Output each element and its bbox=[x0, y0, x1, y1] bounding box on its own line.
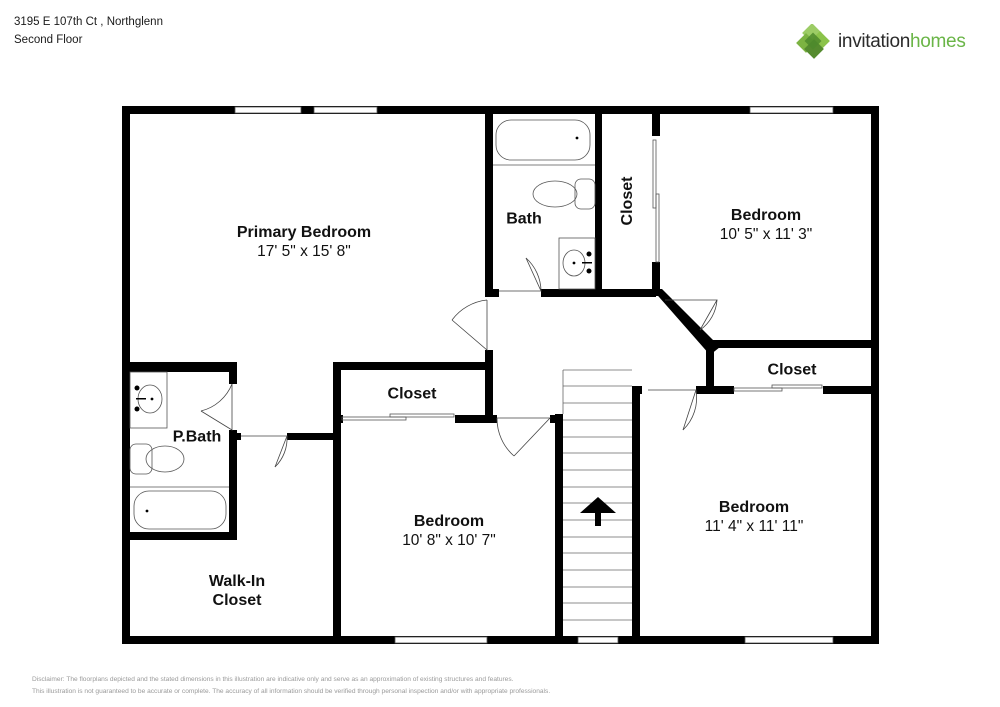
room-bedroom-se: Bedroom 11' 4" x 11' 11" bbox=[704, 499, 804, 535]
address-text: 3195 E 107th Ct , Northglenn bbox=[14, 16, 163, 28]
floor-label: Second Floor bbox=[14, 34, 83, 46]
room-primary-bedroom: Primary Bedroom 17' 5" x 15' 8" bbox=[236, 224, 372, 260]
disclaimer-line-2: This illustration is not guaranteed to b… bbox=[32, 688, 551, 695]
room-closet-vertical: Closet bbox=[619, 176, 636, 226]
logo-wordmark: invitationhomes bbox=[838, 31, 966, 52]
room-bedroom-ne: Bedroom 10' 5" x 11' 3" bbox=[719, 207, 813, 243]
invitation-homes-logo: invitationhomes bbox=[796, 24, 966, 60]
room-bedroom-center: Bedroom 10' 8" x 10' 7" bbox=[402, 513, 496, 549]
room-closet-ne: Closet bbox=[767, 361, 817, 379]
room-walk-in-closet: Walk-In Closet bbox=[208, 573, 266, 609]
room-closet-center: Closet bbox=[387, 385, 437, 403]
property-header: 3195 E 107th Ct , Northglenn Second Floo… bbox=[14, 13, 163, 49]
disclaimer: Disclaimer: The floorplans depicted and … bbox=[32, 674, 550, 698]
room-bath: Bath bbox=[506, 210, 542, 228]
diamond-cluster-logo-icon bbox=[796, 24, 830, 59]
up-arrow-icon bbox=[580, 497, 616, 526]
room-p-bath: P.Bath bbox=[172, 428, 222, 446]
disclaimer-line-1: Disclaimer: The floorplans depicted and … bbox=[32, 676, 514, 683]
